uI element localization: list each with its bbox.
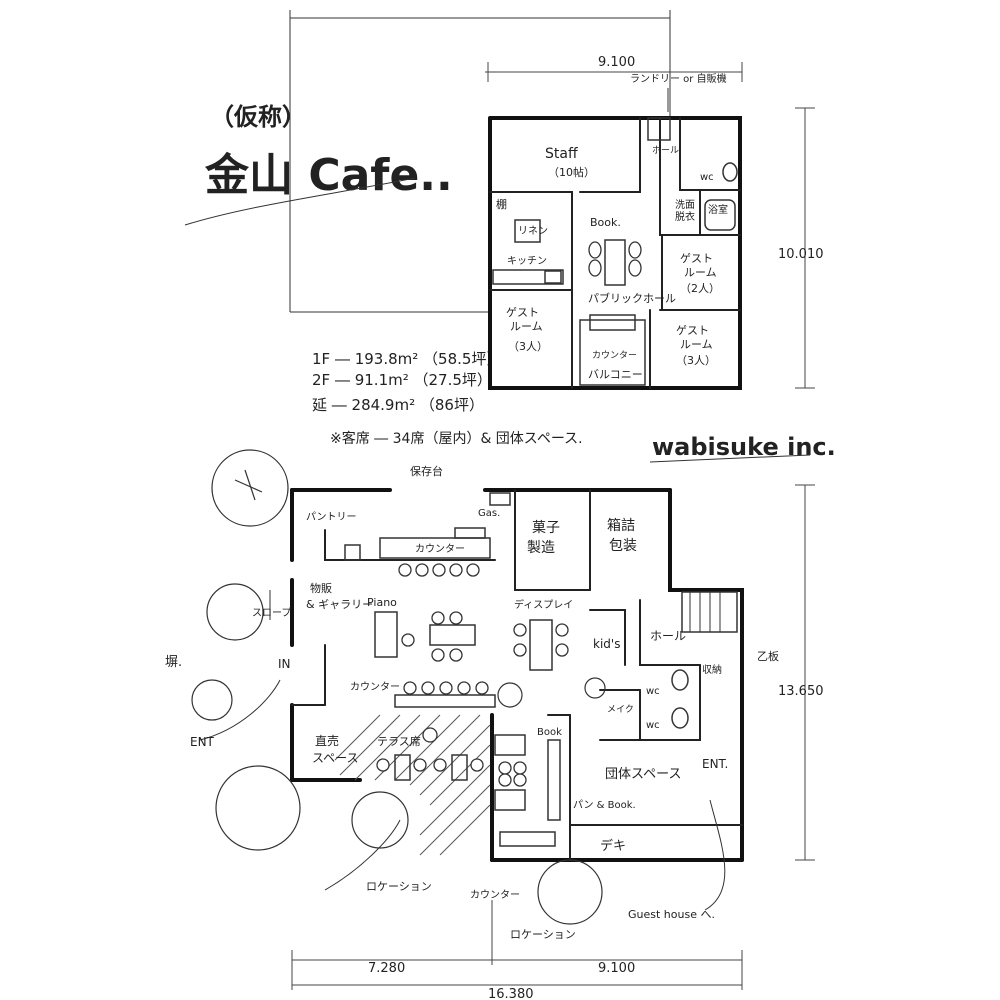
1f-wrap-1: 箱詰 [607, 518, 635, 534]
project-title: 金山 Cafe.. [204, 150, 453, 201]
1f-direct-2: スペース [312, 751, 359, 765]
1f-deck: デキ [600, 838, 626, 854]
dim-1f-bottom-total: 16.380 [488, 987, 534, 1000]
2f-public-hall: パブリックホール [588, 291, 676, 305]
2f-guest-rb-2: ルーム [680, 338, 713, 351]
1f-wrap: 箱詰 包装 [607, 518, 639, 554]
1f-direct-1: 直売 [315, 733, 339, 748]
dim-2f-top: 9.100 [598, 55, 635, 70]
2f-wash-line1: 洗面 [675, 199, 695, 211]
2f-laundry: ランドリー or 自販機 [630, 72, 727, 85]
dim-1f-bottom-right: 9.100 [598, 961, 635, 976]
1f-wall: 塀. [165, 655, 182, 670]
1f-bread: パン & Book. [573, 799, 636, 811]
1f-sweets-1: 菓子 [532, 520, 560, 536]
2f-wash-line2: 脱衣 [675, 210, 695, 223]
1f-sales: 物販 & ギャラリー [306, 581, 373, 611]
1f-pantry: パントリー [306, 511, 357, 523]
2f-balcony: バルコニー [588, 368, 643, 381]
1f-wc2: wc [646, 720, 660, 731]
1f-storage: 保存台 [410, 464, 443, 478]
1f-ent-right: ENT. [702, 757, 728, 771]
1f-piano: Piano [367, 596, 397, 609]
1f-terrace: テラス席 [377, 734, 421, 748]
2f-guest-rt-1: ゲスト [680, 252, 713, 265]
2f-guest-rb-1: ゲスト [676, 324, 709, 337]
area-2f: 2F ― 91.1m² （27.5坪） [312, 371, 492, 389]
terrace-hatch [334, 714, 491, 856]
1f-makeup: メイク [607, 704, 634, 715]
1f-direct: 直売 スペース [312, 733, 359, 765]
area-summary: 1F ― 193.8m² （58.5坪） 2F ― 91.1m² （27.5坪）… [312, 350, 583, 447]
1f-storage2: 収納 [702, 663, 722, 676]
1f-display: ディスプレイ [514, 598, 573, 611]
1f-counter-bot: カウンター [470, 889, 520, 901]
1f-location2: ロケーション [510, 928, 576, 941]
2f-guest-left: ゲスト ルーム （3人） [506, 306, 548, 353]
1f-in: IN [278, 657, 291, 671]
2f-hall: ホール [652, 145, 679, 156]
company-name: wabisuke inc. [652, 433, 836, 461]
2f-wash: 洗面 脱衣 [675, 199, 698, 223]
2f-guest-right-top: ゲスト ルーム （2人） [680, 252, 720, 295]
2f-linen: リネン [518, 225, 548, 237]
2f-bath: 浴室 [708, 203, 728, 216]
area-1f: 1F ― 193.8m² （58.5坪） [312, 350, 501, 368]
1f-sweets: 菓子 製造 [527, 520, 564, 556]
area-total: 延 ― 284.9m² （86坪） [312, 396, 484, 414]
2f-guest-rb-3: （3人） [676, 354, 716, 367]
2f-kitchen: キッチン [507, 255, 547, 267]
1f-ent-left: ENT [190, 735, 215, 749]
2f-guest-left-1: ゲスト [506, 306, 539, 319]
1f-wc1: wc [646, 686, 660, 697]
tree-group [191, 449, 606, 925]
company-underline [649, 454, 811, 463]
2f-guest-left-3: （3人） [508, 340, 548, 353]
1f-hall: ホール [650, 629, 686, 643]
dim-1f-right: 13.650 [778, 684, 824, 699]
dim-2f-right: 10.010 [778, 247, 824, 262]
1f-sales-2: & ギャラリー [306, 598, 373, 611]
area-seats: ※客席 ― 34席（屋内）& 団体スペース. [330, 430, 583, 447]
1f-rebar: 乙板 [757, 649, 779, 663]
2f-staff-sub: （10帖） [548, 166, 595, 179]
title-underline [184, 177, 416, 226]
1f-kids: kid's [593, 637, 620, 651]
first-floor: 7.280 9.100 16.380 13.650 [165, 449, 824, 1000]
1f-gas: Gas. [478, 508, 500, 519]
1f-guest-house: Guest house へ. [628, 908, 715, 921]
guide-lines [289, 10, 671, 313]
2f-wc: wc [700, 172, 714, 183]
1f-counter-top: カウンター [415, 543, 465, 555]
2f-counter: カウンター [592, 350, 637, 361]
1f-sweets-2: 製造 [527, 540, 555, 556]
dim-1f-bottom-left: 7.280 [368, 961, 405, 976]
1f-sales-1: 物販 [310, 581, 332, 595]
second-floor: 9.100 10.010 [485, 55, 824, 390]
1f-counter-mid: カウンター [350, 681, 400, 693]
2f-guest-rt-3: （2人） [680, 282, 720, 295]
1f-wrap-2: 包装 [609, 538, 637, 554]
2f-guest-left-2: ルーム [510, 320, 543, 333]
2f-shelf: 棚 [496, 197, 507, 211]
1f-book: Book [537, 727, 562, 738]
2f-staff: Staff [545, 146, 578, 162]
1f-slope: スロープ [252, 607, 291, 619]
2f-guest-right-bot: ゲスト ルーム （3人） [676, 324, 716, 367]
1f-location1: ロケーション [366, 880, 432, 893]
tentative-label: （仮称） [210, 103, 306, 131]
2f-book: Book. [590, 216, 621, 229]
1f-group: 団体スペース [605, 767, 681, 782]
2f-guest-rt-2: ルーム [684, 266, 717, 279]
